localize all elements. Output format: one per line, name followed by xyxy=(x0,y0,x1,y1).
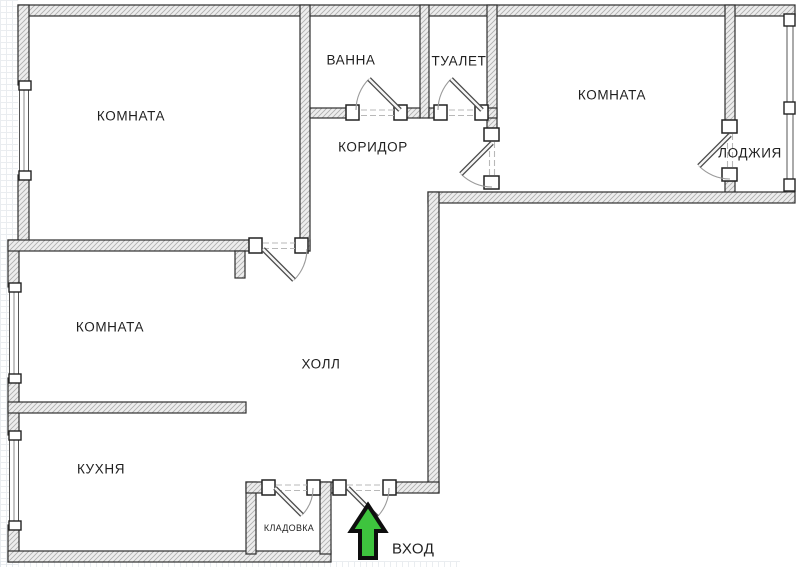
room-label-kitchen: КУХНЯ xyxy=(76,461,126,477)
door-openings xyxy=(263,109,734,492)
wall-left-upper-a xyxy=(17,4,30,86)
door-toilet xyxy=(437,77,484,112)
wall-room1-bottom xyxy=(7,239,253,252)
wall-top xyxy=(17,4,796,17)
room-label-hall: ХОЛЛ xyxy=(301,356,341,372)
room-label-room-top-right: КОМНАТА xyxy=(577,87,647,103)
wall-room1-right xyxy=(299,4,311,252)
door-storage xyxy=(273,486,314,517)
wall-storage-right xyxy=(319,481,332,555)
wall-stub-room2 xyxy=(234,250,246,279)
room-label-room-top-left: КОМНАТА xyxy=(96,108,166,124)
door-jambs xyxy=(248,104,738,496)
door-room1-hall xyxy=(261,247,308,282)
room-label-toilet: ТУАЛЕТ xyxy=(431,53,487,69)
wall-kitchen-top xyxy=(7,401,247,414)
door-bath xyxy=(355,77,402,112)
window-loggia-glazing xyxy=(783,13,796,193)
wall-hall-right xyxy=(427,191,440,494)
wall-left-upper-b xyxy=(17,174,30,246)
window-kitchen xyxy=(8,430,22,531)
doors xyxy=(261,77,732,519)
windows xyxy=(8,13,796,531)
wall-bath-bottom-l xyxy=(309,107,351,119)
entrance-arrow-icon xyxy=(347,501,389,560)
door-room-top-right xyxy=(459,141,494,188)
room-label-loggia: ЛОДЖИЯ xyxy=(718,145,782,161)
wall-bath-toilet xyxy=(419,4,430,119)
room-label-bath: ВАННА xyxy=(326,52,376,68)
walls xyxy=(7,4,796,563)
door-loggia xyxy=(697,133,732,180)
wall-entry-r xyxy=(395,481,440,494)
wall-loggia-top xyxy=(724,4,736,123)
entrance-label: ВХОД xyxy=(392,540,435,558)
wall-bottom xyxy=(7,550,332,563)
room-label-room-middle-left: КОМНАТА xyxy=(75,319,145,335)
room-label-corridor: КОРИДОР xyxy=(338,139,408,155)
window-room2 xyxy=(8,282,22,384)
room-label-storage: КЛАДОВКА xyxy=(263,523,315,533)
wall-right-strip-bottom xyxy=(427,191,796,204)
window-room1 xyxy=(18,80,32,181)
